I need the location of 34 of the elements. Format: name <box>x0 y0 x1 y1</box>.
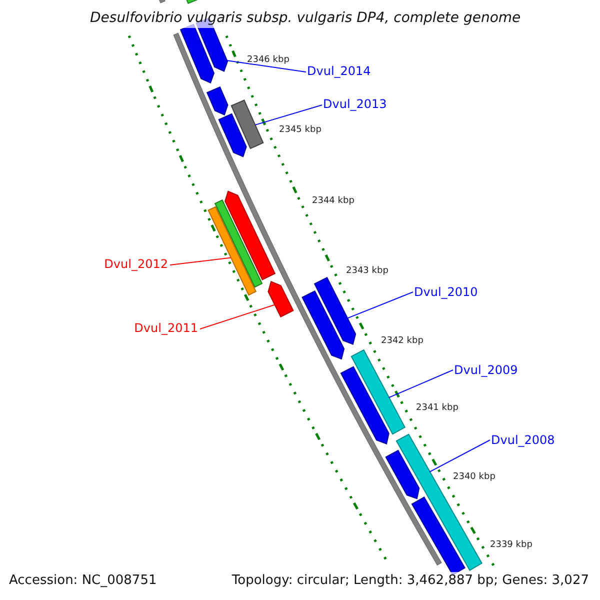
gene-label: Dvul_2013 <box>323 96 387 112</box>
leader-line <box>429 440 490 472</box>
gene-label: Dvul_2010 <box>414 284 478 300</box>
gene-bar <box>224 190 276 280</box>
gene-bar <box>302 290 345 360</box>
leader-line <box>388 370 454 398</box>
gene-bar <box>385 450 420 500</box>
leader-line <box>170 257 232 266</box>
gene-bar <box>214 199 263 288</box>
tick-label: 2341 kbp <box>416 402 458 414</box>
gene-label: Dvul_2011 <box>134 320 198 336</box>
gene-bar <box>208 206 257 296</box>
tick-label: 2339 kbp <box>490 539 532 551</box>
gene-bar <box>268 280 294 318</box>
tick-label: 2342 kbp <box>381 335 424 347</box>
gene-bar <box>230 99 264 150</box>
tick-label: 2345 kbp <box>279 124 322 136</box>
tick-label: 2346 kbp <box>247 54 290 66</box>
tick-label: 2343 kbp <box>346 265 388 277</box>
leader-line <box>200 304 276 330</box>
gene-bar <box>218 113 247 158</box>
gene-label: Dvul_2009 <box>454 362 518 378</box>
leader-line <box>254 104 322 126</box>
gene-bar <box>206 86 228 116</box>
leader-line <box>346 292 414 319</box>
gene-bar <box>350 349 406 435</box>
gene-label: Dvul_2014 <box>307 63 371 79</box>
gene-label: Dvul_2008 <box>491 432 555 448</box>
tick-label: 2344 kbp <box>312 195 354 207</box>
tick-label: 2340 kbp <box>453 471 496 483</box>
gene-bar <box>340 366 390 444</box>
leader-line <box>226 60 306 72</box>
gene-bar <box>314 276 356 345</box>
gene-label: Dvul_2012 <box>104 256 168 272</box>
